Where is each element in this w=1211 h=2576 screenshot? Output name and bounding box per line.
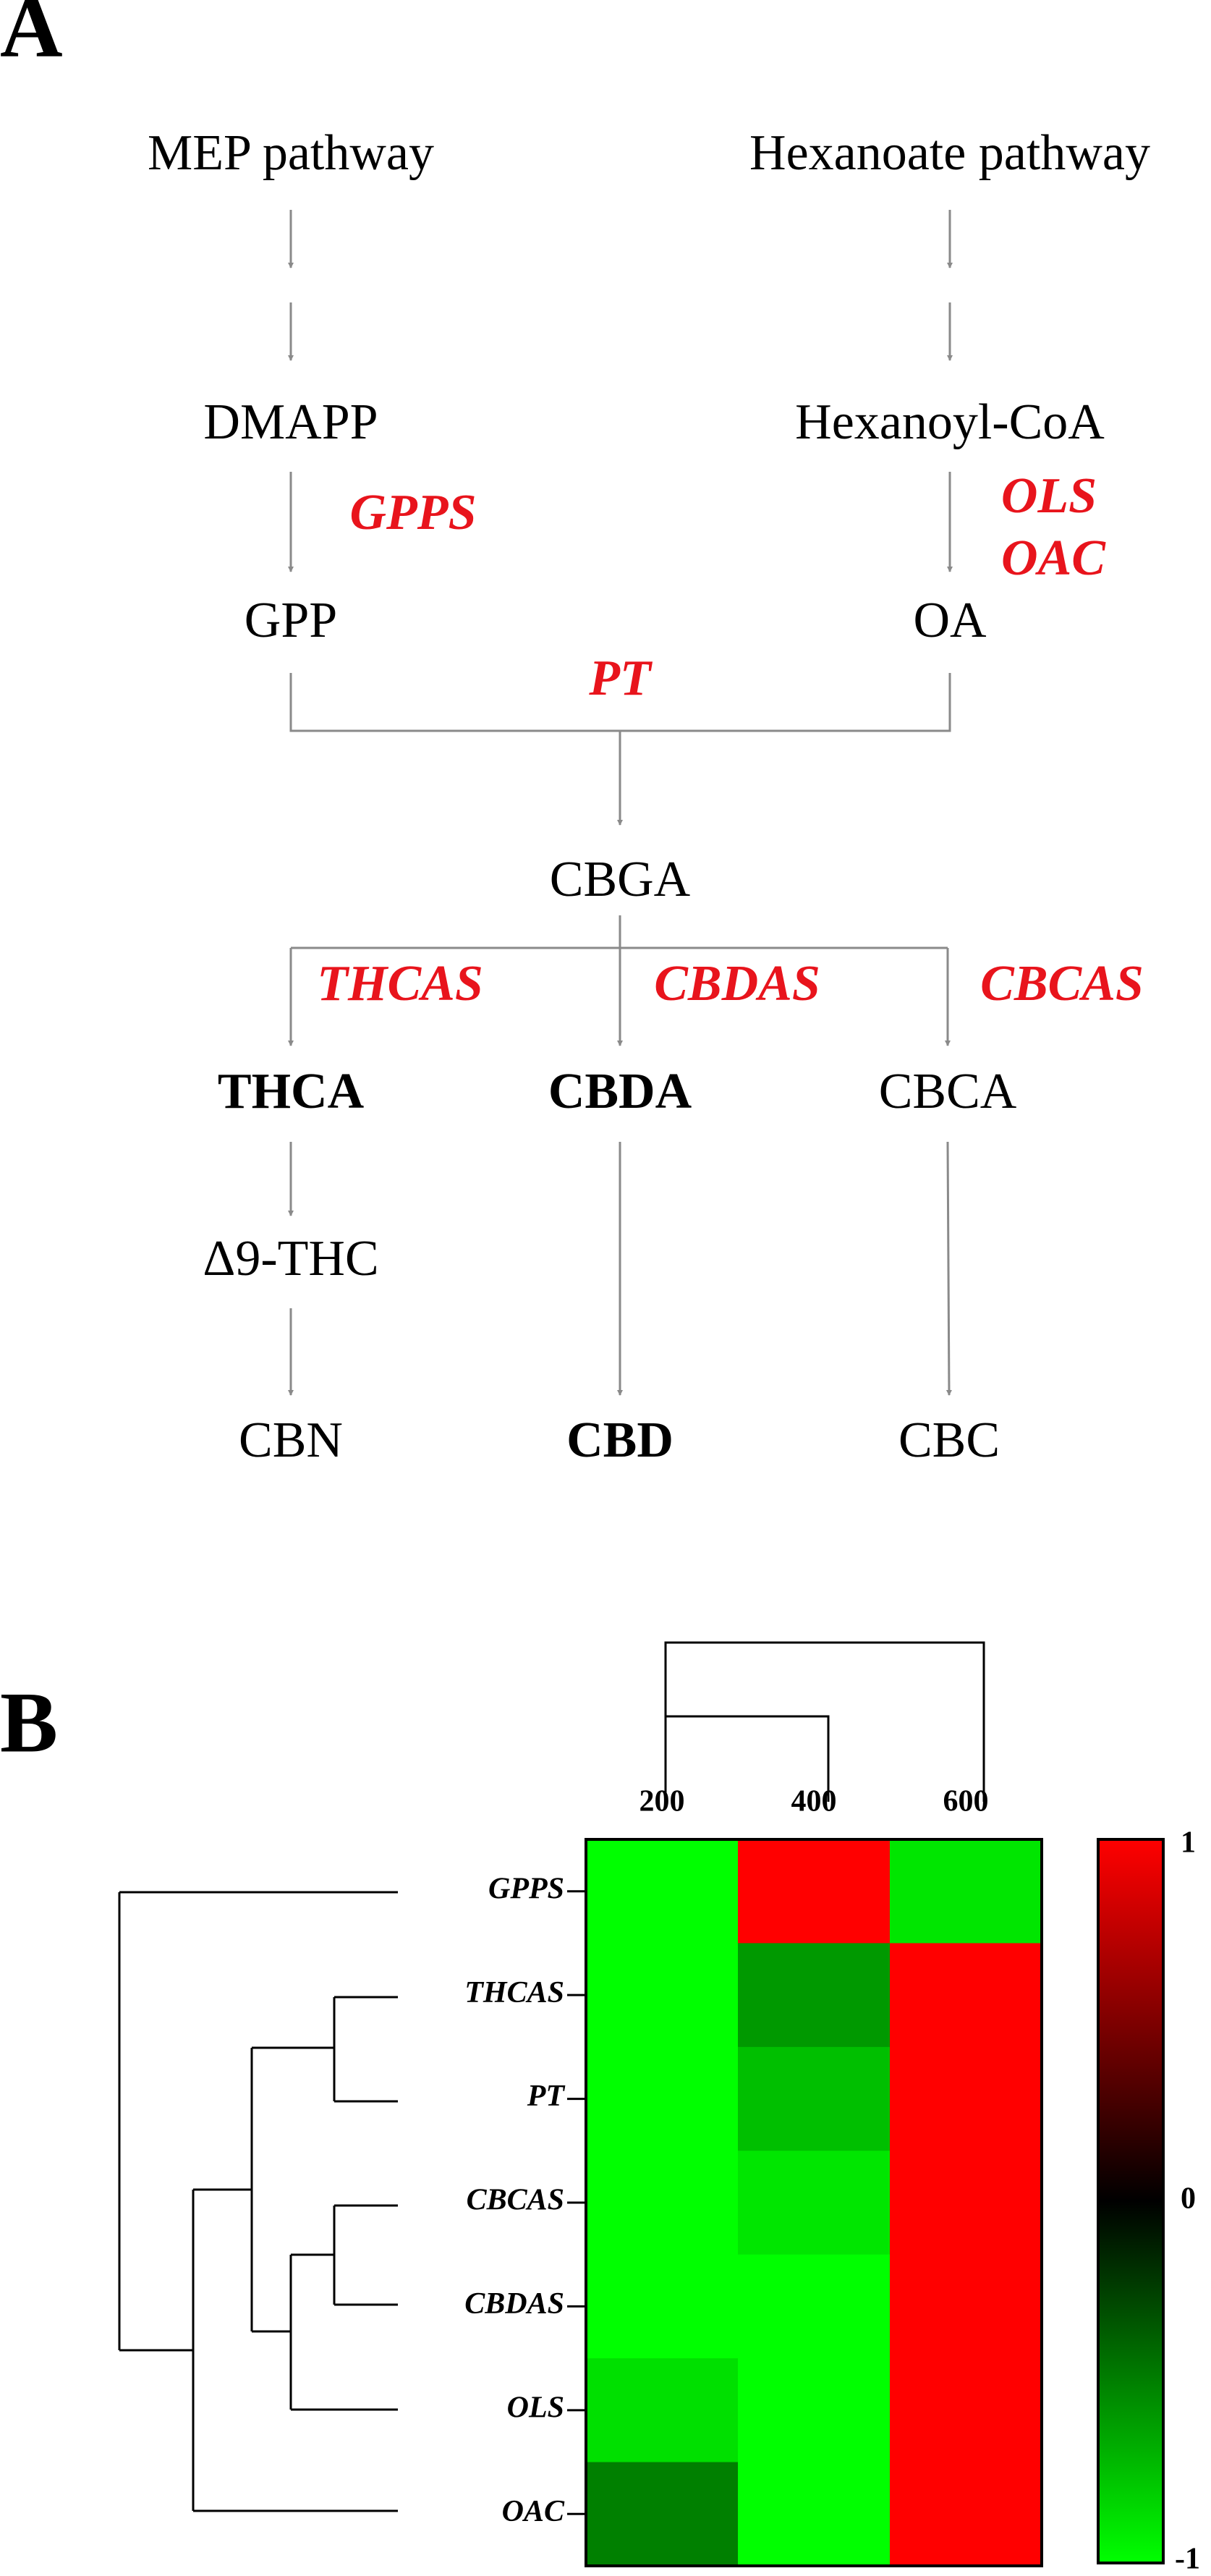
column-label: 200 <box>640 1785 685 1818</box>
heatmap-cell <box>738 1839 891 1944</box>
column-label: 600 <box>943 1785 989 1818</box>
heatmap-cell <box>586 2462 739 2567</box>
heatmap-cell <box>890 2046 1042 2151</box>
row-dendrogram-thcas-pt-leaves <box>334 1996 398 2103</box>
node-hexanoate-pathway: Hexanoate pathway <box>749 125 1150 181</box>
panel-b-label: B <box>0 1674 58 1771</box>
heatmap-cell <box>890 2151 1042 2255</box>
row-dendrogram <box>118 1891 398 2512</box>
pathway-arrows <box>288 210 953 1396</box>
enzyme-gpps: GPPS <box>350 485 477 541</box>
row-dendrogram-mid <box>250 2046 334 2333</box>
heatmap-cell <box>890 2254 1042 2359</box>
node-cbc: CBC <box>898 1412 1000 1468</box>
node-gpp: GPP <box>245 593 337 648</box>
panel-a: A MEP pathway Hexanoate pathway DMAPP He… <box>0 0 1150 1468</box>
colorbar-tick-min: -1 <box>1175 2543 1200 2576</box>
heatmap-cell <box>738 2254 891 2359</box>
panel-b: B 200 400 600 GPPS THCAS PT CBCAS CBDAS OLS OAC <box>0 1641 1200 2576</box>
heatmap-cell <box>890 1839 1042 1944</box>
node-oa: OA <box>913 593 987 648</box>
colorbar <box>1097 1838 1165 2564</box>
enzyme-cbcas: CBCAS <box>980 956 1144 1012</box>
heatmap-cell <box>738 2151 891 2255</box>
enzyme-thcas: THCAS <box>317 956 483 1012</box>
enzyme-ols: OLS <box>1001 468 1097 524</box>
row-dendrogram-ols <box>289 2253 398 2411</box>
node-d9-thc: Δ9-THC <box>203 1231 378 1287</box>
row-dendrogram-root <box>118 1891 398 2352</box>
column-dendrogram-root <box>664 1641 985 1802</box>
enzyme-cbdas: CBDAS <box>654 956 820 1012</box>
heatmap-cell <box>738 2462 891 2567</box>
column-label: 400 <box>791 1785 837 1818</box>
colorbar-tick-max: 1 <box>1181 1826 1196 1860</box>
heatmap-cells <box>586 1839 1042 2567</box>
row-dendrogram-oac <box>192 2188 398 2512</box>
row-label: THCAS <box>464 1976 564 2009</box>
node-dmapp: DMAPP <box>203 394 378 450</box>
node-cbd: CBD <box>566 1412 674 1468</box>
node-cbda: CBDA <box>548 1064 692 1119</box>
column-dendrogram-branch-400 <box>666 1715 830 1802</box>
heatmap-cell <box>586 1839 739 1944</box>
node-cbn: CBN <box>239 1412 343 1468</box>
row-labels: GPPS THCAS PT CBCAS CBDAS OLS OAC <box>464 1872 586 2528</box>
node-cbga: CBGA <box>550 852 691 907</box>
row-label: OAC <box>502 2495 565 2528</box>
heatmap-cell <box>586 2046 739 2151</box>
node-thca: THCA <box>218 1064 365 1119</box>
heatmap-cell <box>586 2358 739 2463</box>
heatmap-cell <box>738 2358 891 2463</box>
heatmap-cell <box>738 1943 891 2048</box>
arrow-cbca-cbc <box>946 1141 952 1396</box>
heatmap-cell <box>586 2151 739 2255</box>
row-label: CBDAS <box>464 2287 564 2321</box>
enzyme-oac: OAC <box>1001 530 1106 586</box>
enzyme-pt: PT <box>588 651 653 706</box>
node-hexanoyl-coa: Hexanoyl-CoA <box>795 394 1105 450</box>
connector-gpp-oa <box>289 673 951 732</box>
colorbar-tick-mid: 0 <box>1181 2182 1196 2216</box>
row-label: OLS <box>507 2391 564 2424</box>
column-dendrogram <box>664 1641 985 1802</box>
heatmap-cell <box>890 2358 1042 2463</box>
column-labels: 200 400 600 <box>640 1785 989 1818</box>
node-mep-pathway: MEP pathway <box>148 125 434 181</box>
heatmap-cell <box>890 2462 1042 2567</box>
row-label: CBCAS <box>467 2184 564 2217</box>
heatmap-cell <box>586 1943 739 2048</box>
panel-a-label: A <box>0 0 63 75</box>
heatmap-cell <box>738 2046 891 2151</box>
heatmap-cell <box>586 2254 739 2359</box>
row-dendrogram-cbcas-cbdas <box>333 2204 398 2306</box>
row-label: PT <box>527 2080 566 2113</box>
row-label: GPPS <box>488 1872 564 1905</box>
node-cbca: CBCA <box>879 1064 1017 1119</box>
heatmap-cell <box>890 1943 1042 2048</box>
